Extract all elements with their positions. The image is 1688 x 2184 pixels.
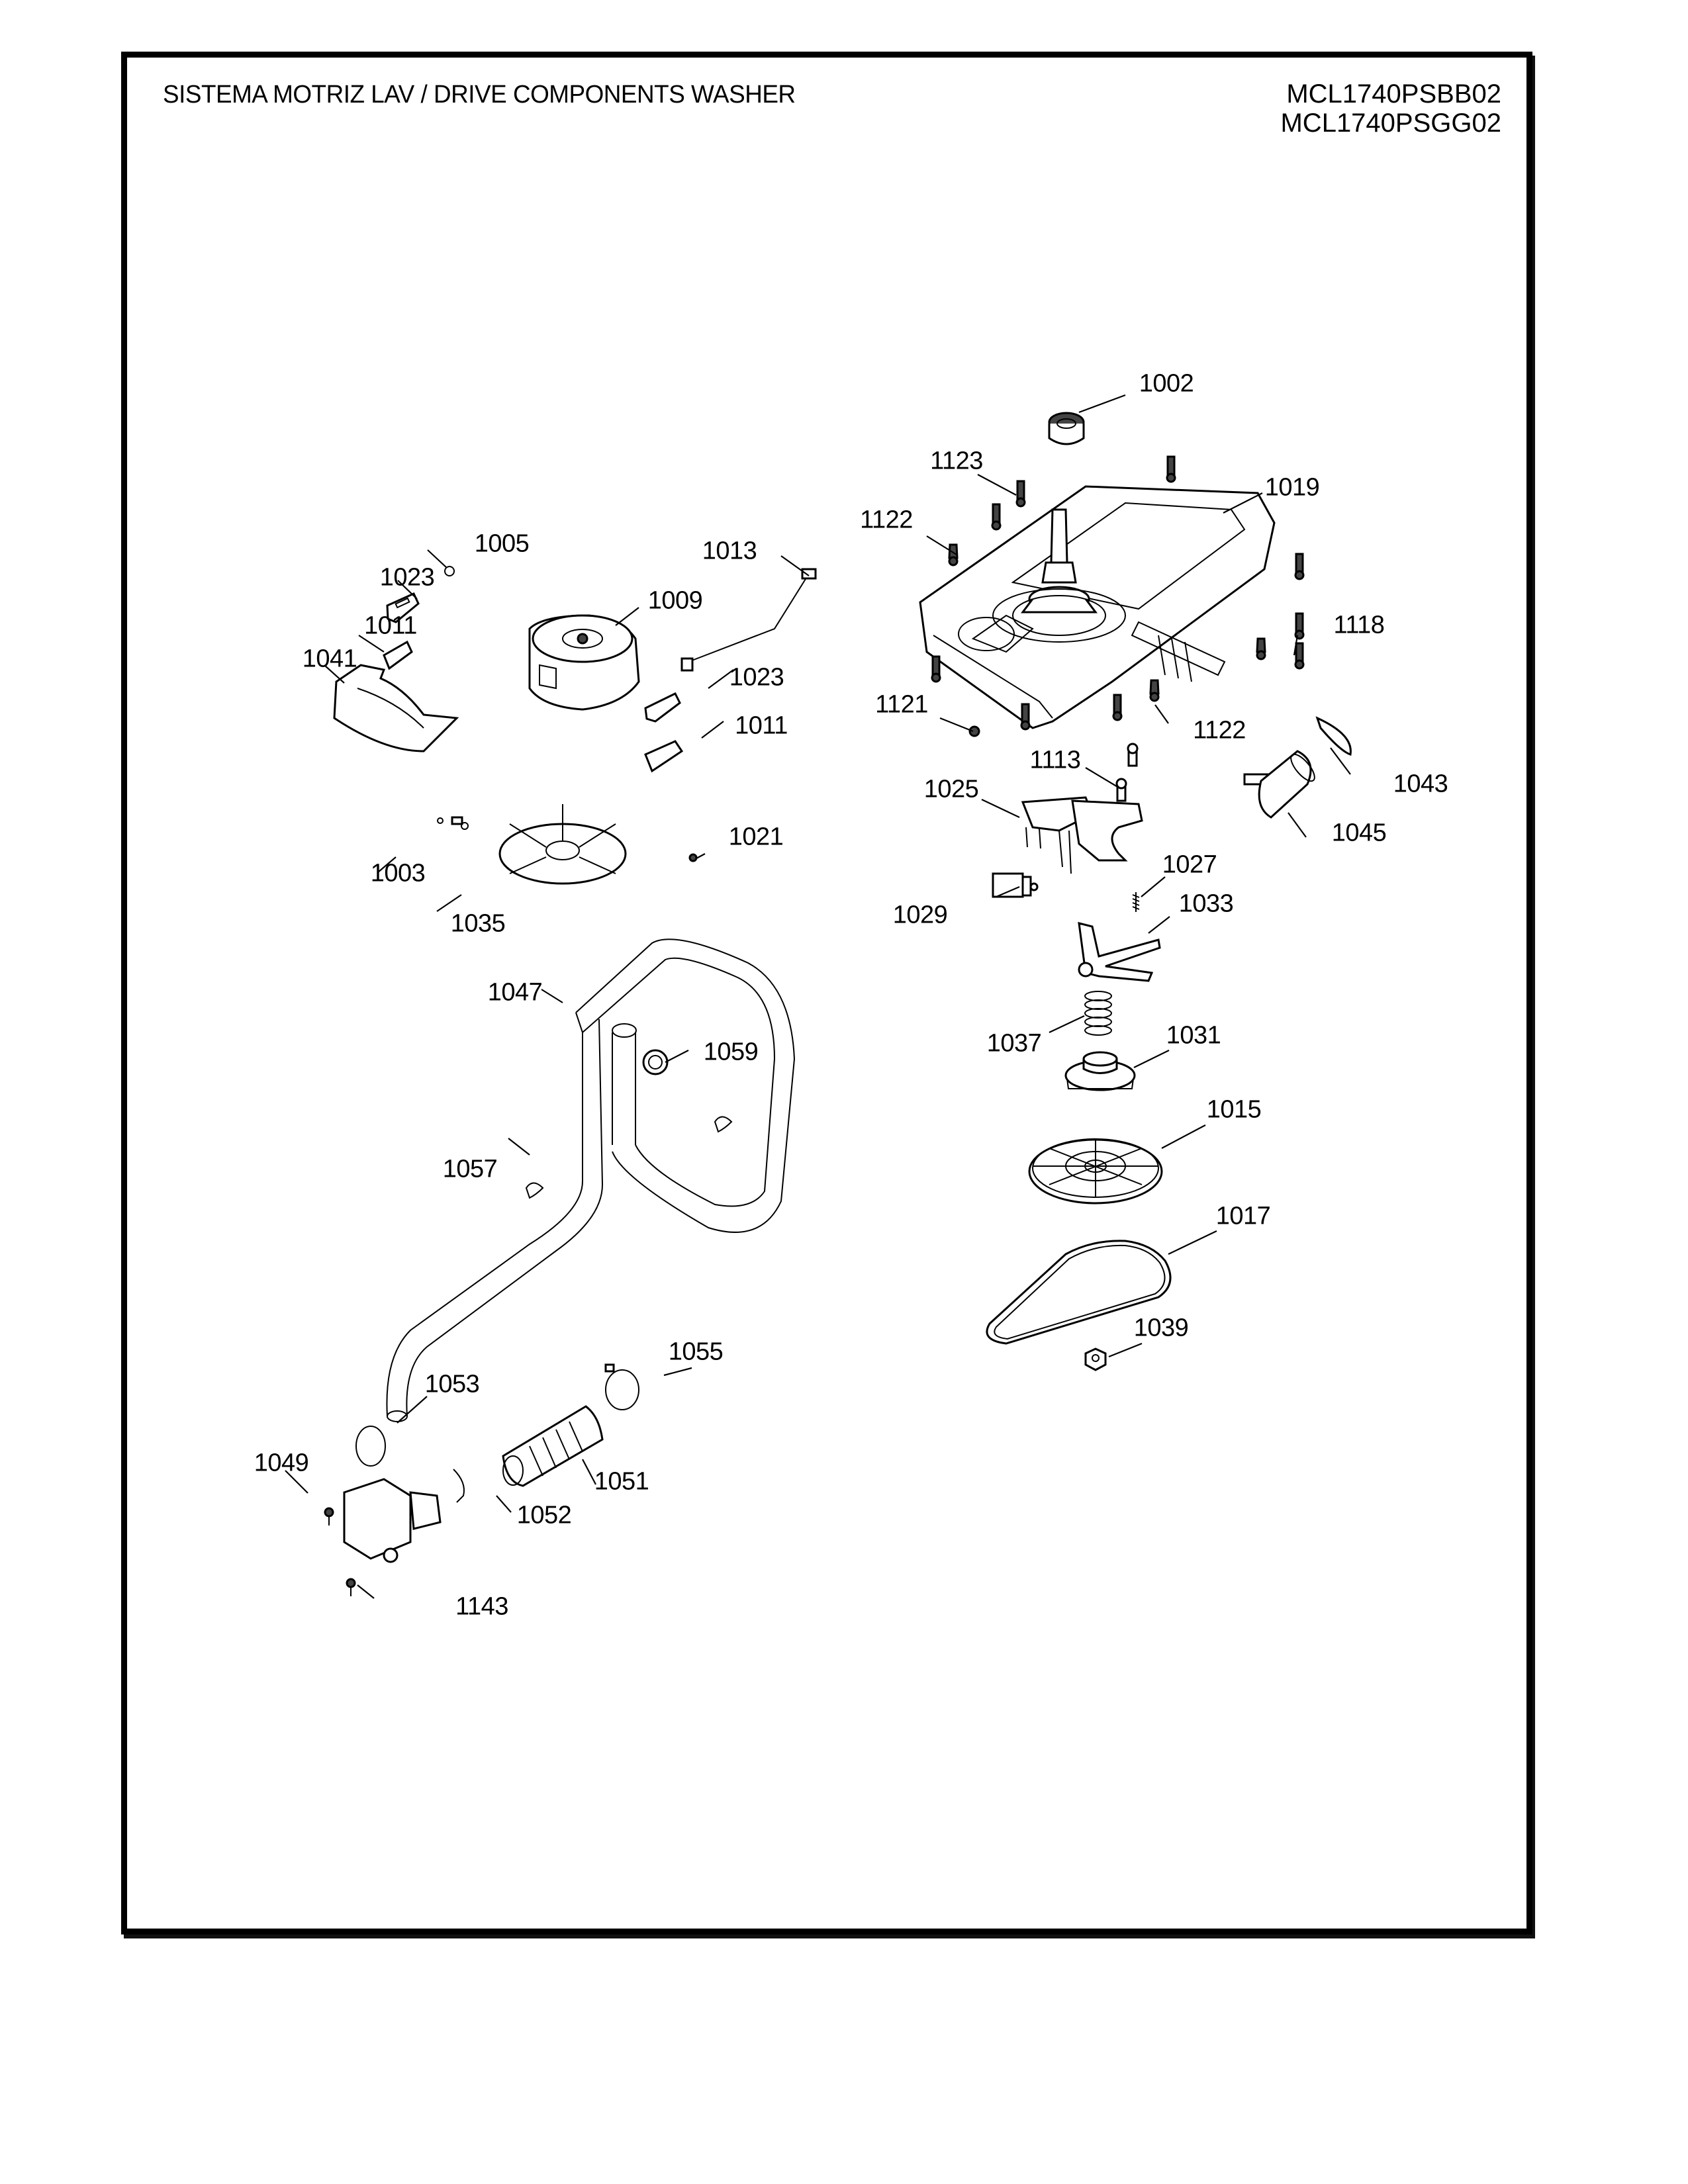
leader-lines (285, 394, 1351, 1599)
label-1121[interactable]: 1121 (875, 690, 928, 719)
label-1118[interactable]: 1118 (1333, 611, 1385, 639)
part-1043-strap[interactable] (1315, 716, 1352, 756)
label-1033[interactable]: 1033 (1178, 889, 1234, 918)
part-1049-drain-pump[interactable] (343, 1478, 442, 1563)
part-1059-star-clip[interactable] (642, 1049, 669, 1075)
part-1009-motor[interactable] (528, 614, 640, 711)
part-1055-clamp[interactable] (604, 1363, 639, 1410)
label-1122-bottom[interactable]: 1122 (1193, 716, 1246, 745)
part-1023-pad-bottom[interactable] (644, 692, 681, 723)
label-1043[interactable]: 1043 (1393, 770, 1448, 798)
label-1143[interactable]: 1143 (455, 1592, 508, 1621)
label-1059[interactable]: 1059 (703, 1038, 759, 1066)
part-1047-drain-hose[interactable] (386, 938, 796, 1422)
part-1033-fork[interactable] (1078, 922, 1161, 982)
drawing-frame (121, 52, 1532, 1934)
label-1039[interactable]: 1039 (1133, 1314, 1189, 1342)
label-1123[interactable]: 1123 (930, 447, 983, 475)
part-1031-clutch-gear[interactable] (1064, 1051, 1136, 1091)
part-1011-bracket-bottom[interactable] (644, 740, 684, 773)
part-1029-actuator[interactable] (992, 872, 1039, 898)
label-1029[interactable]: 1029 (892, 901, 948, 929)
label-1019[interactable]: 1019 (1264, 473, 1320, 502)
label-1122-top[interactable]: 1122 (860, 506, 913, 534)
label-1025[interactable]: 1025 (923, 775, 979, 803)
label-1041[interactable]: 1041 (302, 645, 357, 673)
screws-plate (931, 455, 1305, 802)
part-1019-shaft[interactable] (992, 508, 1126, 643)
part-1039-nut[interactable] (1084, 1347, 1107, 1371)
label-1055[interactable]: 1055 (668, 1338, 724, 1366)
label-1017[interactable]: 1017 (1215, 1202, 1271, 1230)
part-1003-clip-set[interactable] (437, 816, 469, 830)
label-1047[interactable]: 1047 (487, 978, 543, 1007)
label-1021[interactable]: 1021 (728, 823, 784, 851)
page-title: SISTEMA MOTRIZ LAV / DRIVE COMPONENTS WA… (163, 81, 796, 109)
label-1035[interactable]: 1035 (450, 909, 506, 938)
label-1053[interactable]: 1053 (424, 1370, 480, 1398)
label-1045[interactable]: 1045 (1331, 819, 1387, 847)
model-number-2: MCL1740PSGG02 (1280, 109, 1501, 138)
part-1015-pulley[interactable] (1028, 1138, 1163, 1205)
label-1037[interactable]: 1037 (986, 1029, 1042, 1058)
part-1045-capacitor[interactable] (1243, 750, 1319, 819)
part-1035-fan[interactable] (498, 804, 627, 885)
label-1049[interactable]: 1049 (254, 1449, 309, 1477)
label-1013[interactable]: 1013 (702, 537, 757, 565)
label-1015[interactable]: 1015 (1206, 1095, 1262, 1124)
label-1023-bottom[interactable]: 1023 (729, 663, 784, 692)
label-1005[interactable]: 1005 (474, 529, 530, 558)
label-1051[interactable]: 1051 (594, 1467, 649, 1496)
label-1023-top[interactable]: 1023 (379, 563, 435, 592)
part-1013-harness[interactable] (680, 568, 817, 672)
part-1017-belt[interactable] (986, 1240, 1172, 1345)
label-1009[interactable]: 1009 (647, 586, 703, 615)
part-1005-clip[interactable] (444, 566, 455, 576)
part-1025-brake-lever[interactable] (1021, 796, 1143, 874)
model-number-1: MCL1740PSBB02 (1286, 79, 1501, 109)
part-1023-pad-top[interactable] (386, 592, 420, 623)
label-1031[interactable]: 1031 (1166, 1021, 1221, 1050)
part-1052-clamp[interactable] (453, 1469, 465, 1503)
part-1027-spring[interactable] (1132, 892, 1140, 912)
part-1041-motor-cover[interactable] (333, 664, 459, 752)
part-1057-clips[interactable] (525, 1116, 733, 1199)
part-1053-clamp[interactable] (355, 1426, 386, 1467)
part-1011-bracket-top[interactable] (383, 640, 413, 670)
label-1002[interactable]: 1002 (1139, 369, 1194, 398)
part-1021-nut[interactable] (688, 853, 698, 862)
label-1003[interactable]: 1003 (370, 859, 426, 887)
part-1037-spring[interactable] (1084, 991, 1112, 1036)
label-1011-top[interactable]: 1011 (364, 612, 417, 640)
label-1011-bottom[interactable]: 1011 (735, 711, 788, 740)
part-1143-screw[interactable] (346, 1578, 356, 1596)
label-1052[interactable]: 1052 (516, 1501, 572, 1529)
part-1019-base-plate[interactable] (919, 485, 1276, 729)
part-1002-seal[interactable] (1048, 412, 1085, 445)
label-1113[interactable]: 1113 (1029, 746, 1081, 774)
screw-1049 (324, 1507, 334, 1525)
label-1057[interactable]: 1057 (442, 1155, 498, 1183)
label-1027[interactable]: 1027 (1162, 850, 1217, 879)
part-1051-bellows[interactable] (502, 1405, 604, 1487)
